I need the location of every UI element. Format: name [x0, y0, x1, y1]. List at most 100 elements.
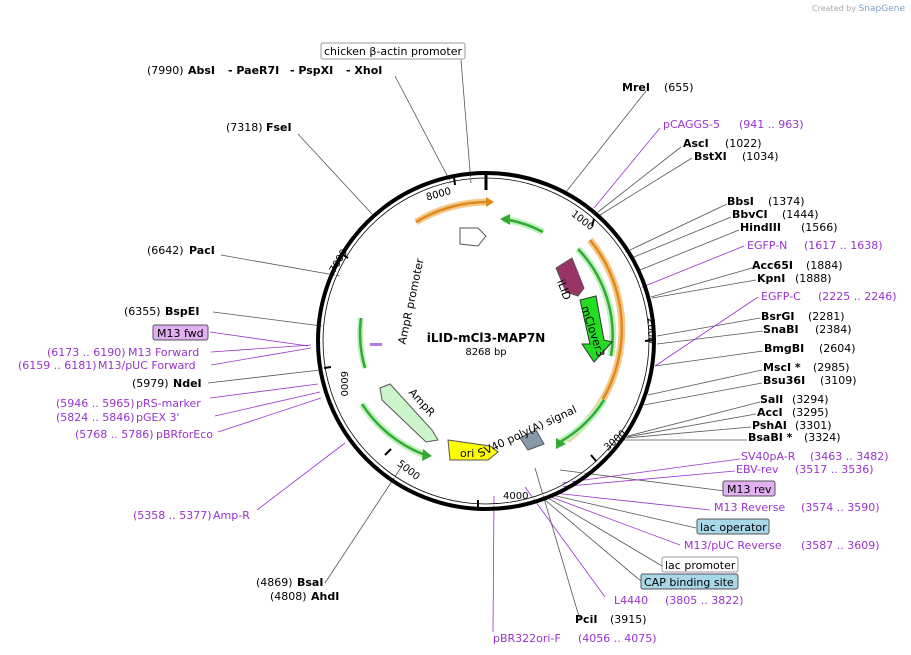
- lac-operator-label: lac operator: [700, 521, 767, 534]
- site-name-ahdi: AhdI: [311, 590, 339, 603]
- site-pos-pshai: (3301): [795, 419, 832, 432]
- site-pos-bbsi: (1374): [768, 195, 805, 208]
- ilid-arrow: [555, 257, 585, 297]
- primer-name-m13pucrev: M13/pUC Reverse: [684, 539, 782, 552]
- primer-range-m13puc: (6159 .. 6181): [18, 359, 97, 372]
- site-name-xhoi: - XhoI: [346, 64, 382, 77]
- site-name-bspei: BspEI: [165, 305, 199, 318]
- site-pos-bsrgi: (2281): [808, 310, 845, 323]
- primer-name-l4440: L4440: [614, 594, 648, 607]
- primer-name-pbrforeco: pBRforEco: [156, 428, 213, 441]
- site-name-paci: PacI: [189, 244, 215, 257]
- plasmid-size: 8268 bp: [465, 347, 506, 358]
- m13-fwd-box: [152, 324, 209, 341]
- site-name-msci: MscI *: [763, 361, 801, 374]
- lac-operator-box: [696, 518, 770, 535]
- primer-range-sv40par: (3463 .. 3482): [810, 450, 889, 463]
- primer-name-pcaggs5: pCAGGS-5: [663, 118, 720, 131]
- primer-range-l4440: (3805 .. 3822): [665, 594, 744, 607]
- primer-range-egfpn: (1617 .. 1638): [804, 239, 883, 252]
- m13-rev-box: [722, 480, 776, 497]
- primer-name-pgex: pGEX 3': [136, 411, 180, 424]
- site-pos-fsei: (7318): [226, 121, 263, 134]
- site-pos-bsai: (4869): [256, 576, 293, 589]
- cap-site-label: CAP binding site: [644, 576, 734, 589]
- chicken-promoter-label: chicken β-actin promoter: [324, 45, 462, 58]
- site-name-absi: AbsI: [188, 64, 215, 77]
- primer-range-pbrforeco: (5768 .. 5786): [75, 428, 154, 441]
- site-pos-msci: (2985): [813, 361, 850, 374]
- site-pos-pcii: (3915): [610, 613, 647, 626]
- primer-name-m13fwd: M13 Forward: [128, 346, 199, 359]
- site-name-mrei: MreI: [622, 81, 650, 94]
- primer-range-egfpc: (2225 .. 2246): [818, 290, 897, 303]
- lac-promoter-label: lac promoter: [665, 559, 736, 572]
- site-pos-acc65i: (1884): [806, 259, 843, 272]
- site-name-bbsi: BbsI: [727, 195, 754, 208]
- site-pos-sali: (3294): [792, 393, 829, 406]
- primer-range-pcaggs5: (941 .. 963): [739, 118, 804, 131]
- primer-name-sv40par: SV40pA-R: [741, 450, 796, 463]
- cap-site-box: [640, 573, 739, 590]
- left-primers: M13 fwd (6173 .. 6190) M13 Forward (6159…: [18, 324, 250, 522]
- primer-range-pbr322orif: (4056 .. 4075): [578, 632, 657, 645]
- tick-6000: 6000: [338, 371, 349, 396]
- primer-range-prs: (5946 .. 5965): [56, 397, 135, 410]
- site-name-snabi: SnaBI: [763, 323, 799, 336]
- primer-range-m13fwd: (6173 .. 6190): [47, 346, 126, 359]
- primer-name-prs: pRS-marker: [136, 397, 201, 410]
- site-pos-bsu36i: (3109): [820, 374, 857, 387]
- primer-range-pgex: (5824 .. 5846): [56, 411, 135, 424]
- leader-lines: [207, 59, 764, 621]
- credit-prefix: Created by: [812, 4, 857, 13]
- feature-arcs: [357, 197, 626, 461]
- snapgene-logo: SnapGene: [858, 4, 905, 14]
- sv40-block: [519, 429, 545, 451]
- site-name-ndei: NdeI: [173, 377, 202, 390]
- site-name-bsrgi: BsrGI: [761, 310, 794, 323]
- snapgene-credit: Created by SnapGene: [812, 4, 905, 14]
- tick-4000: 4000: [503, 491, 528, 502]
- site-pos-hindiii: (1566): [801, 221, 838, 234]
- ori-arrow: [447, 439, 499, 461]
- left-sites: (7990) AbsI - PaeR7I - PspXI - XhoI (731…: [124, 64, 382, 603]
- site-name-fsei: FseI: [266, 121, 292, 134]
- primer-range-ampr: (5358 .. 5377): [133, 509, 212, 522]
- primer-range-m13rev: (3574 .. 3590): [801, 501, 880, 514]
- site-name-kpni: KpnI: [757, 272, 785, 285]
- site-name-bsai: BsaI: [297, 576, 323, 589]
- tick-8000: 8000: [425, 186, 452, 203]
- scale-ticks: [323, 176, 654, 508]
- primer-name-ampr: Amp-R: [213, 509, 250, 522]
- primer-name-m13rev: M13 Reverse: [714, 501, 785, 514]
- primer-range-ebvrev: (3517 .. 3536): [795, 463, 874, 476]
- ori-label: ori: [460, 447, 474, 460]
- site-pos-mrei: (655): [664, 81, 694, 94]
- primer-leader-lines: [209, 127, 759, 633]
- tick-7000: 7000: [328, 248, 350, 276]
- site-name-bstxi: BstXI: [694, 150, 727, 163]
- site-pos-snabi: (2384): [815, 323, 852, 336]
- chicken-actin-arc: [414, 198, 489, 226]
- m13-fwd-label: M13 fwd: [157, 327, 204, 340]
- site-pos-paci: (6642): [147, 244, 184, 257]
- primer-mark: [370, 343, 382, 346]
- site-pos-absi: (7990): [147, 64, 184, 77]
- site-name-bmgbi: BmgBI: [764, 342, 804, 355]
- promoter-arrow: [459, 227, 487, 247]
- site-name-hindiii: HindIII: [740, 221, 781, 234]
- site-pos-bbvci: (1444): [782, 208, 819, 221]
- m13-rev-label: M13 rev: [727, 483, 772, 496]
- lac-promoter-box: [661, 556, 739, 573]
- site-pos-bmgbi: (2604): [819, 342, 856, 355]
- site-pos-ahdi: (4808): [270, 590, 307, 603]
- site-pos-asci: (1022): [725, 137, 762, 150]
- site-name-asci: AscI: [683, 137, 709, 150]
- site-pos-acci: (3295): [792, 406, 829, 419]
- primer-name-egfpc: EGFP-C: [761, 290, 801, 303]
- right-primers: pCAGGS-5 (941 .. 963) EGFP-N (1617 .. 16…: [493, 118, 897, 645]
- feature-arrows: [370, 227, 613, 461]
- site-name-bsu36i: Bsu36I: [763, 374, 805, 387]
- tick-2000: 2000: [645, 318, 656, 343]
